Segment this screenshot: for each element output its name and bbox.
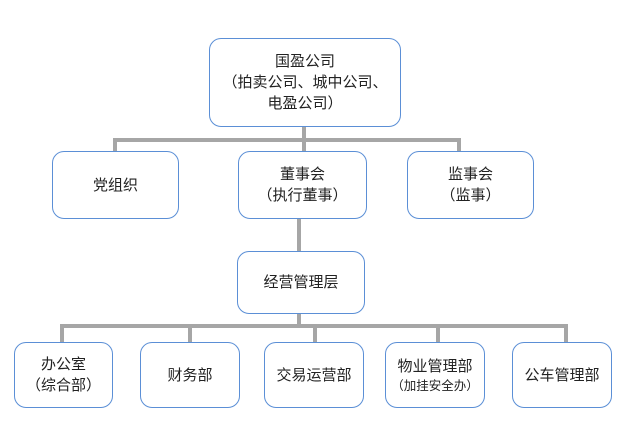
connector-root-down xyxy=(302,127,306,140)
node-supervisory-line2: （监事） xyxy=(440,186,501,204)
connector-dept1-drop xyxy=(60,324,64,342)
node-dept-trading-line1: 交易运营部 xyxy=(276,365,352,384)
node-dept-finance: 财务部 xyxy=(140,342,240,408)
node-dept-vehicles-line1: 公车管理部 xyxy=(524,365,600,384)
node-management: 经营管理层 xyxy=(237,251,365,314)
node-dept-trading: 交易运营部 xyxy=(264,342,364,408)
connector-management-down xyxy=(297,314,301,326)
node-supervisory-board: 监事会 （监事） xyxy=(407,151,534,219)
connector-board-drop xyxy=(302,138,306,151)
node-dept-finance-line1: 财务部 xyxy=(167,365,213,384)
node-dept-vehicles: 公车管理部 xyxy=(512,342,612,408)
node-board-line2: （执行董事） xyxy=(257,186,348,204)
node-root-company: 国盈公司 （拍卖公司、城中公司、 电盈公司） xyxy=(209,38,401,127)
node-party-organization: 党组织 xyxy=(52,151,179,219)
node-dept-property-line2: （加挂安全办） xyxy=(391,378,479,393)
node-board-line1: 董事会 xyxy=(279,165,325,183)
node-root-line2: （拍卖公司、城中公司、 xyxy=(222,73,388,91)
connector-board-to-management xyxy=(297,219,301,251)
connector-level1-bar xyxy=(113,138,461,142)
connector-dept4-drop xyxy=(436,324,440,342)
node-root-line3: 电盈公司） xyxy=(267,94,343,112)
node-dept-office-line2: （综合部） xyxy=(25,376,101,394)
connector-dept5-drop xyxy=(564,324,568,342)
node-dept-office: 办公室 （综合部） xyxy=(14,342,113,408)
node-board: 董事会 （执行董事） xyxy=(238,151,367,219)
node-dept-property: 物业管理部 （加挂安全办） xyxy=(385,342,485,408)
node-supervisory-line1: 监事会 xyxy=(447,165,493,183)
node-root-line1: 国盈公司 xyxy=(274,52,335,70)
node-dept-property-line1: 物业管理部 xyxy=(397,357,473,375)
connector-supervisory-drop xyxy=(457,138,461,151)
connector-dept3-drop xyxy=(313,324,317,342)
connector-party-drop xyxy=(113,138,117,151)
node-dept-office-line1: 办公室 xyxy=(40,355,86,373)
connector-dept2-drop xyxy=(188,324,192,342)
node-party-label: 党组织 xyxy=(92,175,138,194)
node-management-label: 经营管理层 xyxy=(263,273,339,291)
